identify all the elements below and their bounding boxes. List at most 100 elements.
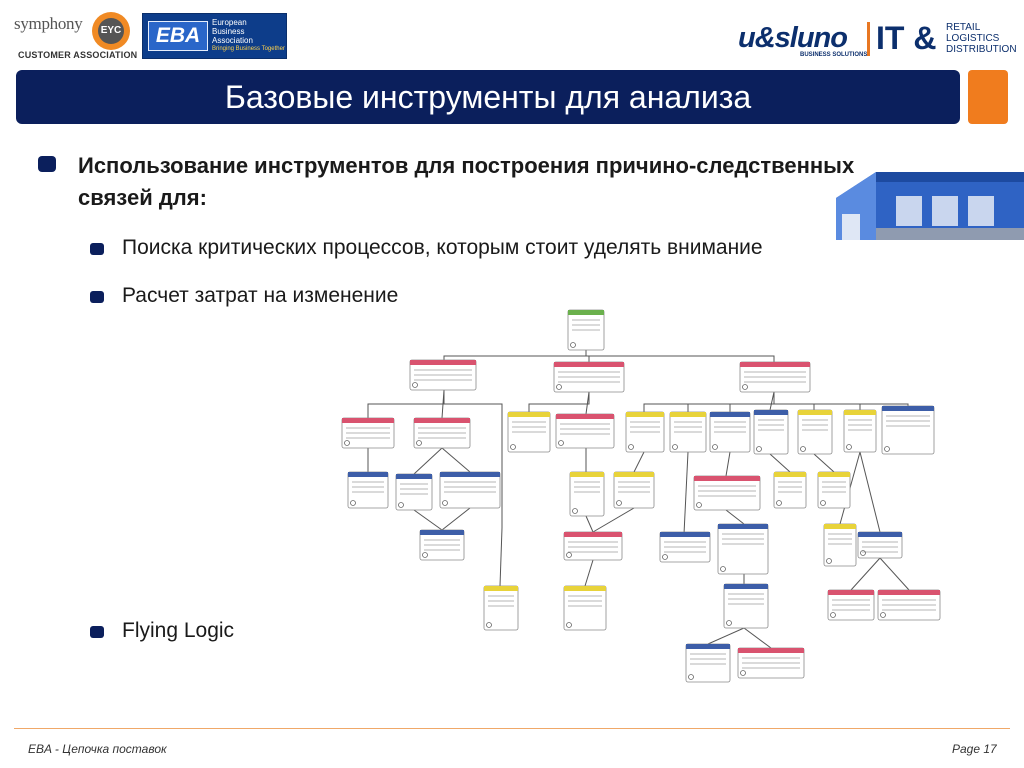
diagram-node: [563, 585, 607, 631]
diagram-edge: [585, 515, 594, 533]
footer-caption: EBA - Цепочка поставок: [28, 742, 167, 756]
diagram-edge: [683, 451, 689, 535]
symphony-logo: symphony EYC CUSTOMER ASSOCIATION: [14, 10, 137, 62]
bullet-main: Использование инструментов для построени…: [78, 153, 855, 210]
diagram-edge: [592, 507, 635, 533]
diagram-node: [685, 643, 731, 683]
diagram-edge: [813, 453, 835, 473]
bullet-sub-marker: [90, 626, 104, 638]
diagram-edge: [643, 392, 775, 412]
title-accent-block: [968, 70, 1008, 124]
title-bar: Базовые инструменты для анализа: [16, 70, 960, 124]
diagram-node: [483, 585, 519, 631]
diagram-node: [773, 471, 807, 509]
symphony-badge: EYC: [98, 18, 124, 44]
diagram-edge: [584, 559, 594, 587]
diagram-edge: [413, 509, 443, 531]
diagram-edge: [725, 451, 731, 477]
retail-line-2: LOGISTICS: [946, 33, 1000, 44]
cause-effect-diagram: [341, 309, 941, 683]
diagram-edge: [725, 509, 745, 525]
slide-title: Базовые инструменты для анализа: [224, 79, 752, 115]
bullet-sub-marker: [90, 291, 104, 303]
it-logo: IT &: [876, 20, 937, 56]
diagram-edge: [585, 350, 775, 362]
eba-name-line-2: Business: [212, 27, 245, 36]
diagram-edge: [585, 391, 590, 415]
diagram-node: [563, 531, 623, 561]
diagram-edge: [773, 392, 815, 410]
symphony-wordmark: symphony: [14, 14, 83, 33]
diagram-node: [567, 309, 605, 351]
diagram-edge: [769, 453, 791, 473]
diagram-node: [419, 529, 465, 561]
diagram-node: [439, 471, 501, 509]
usluno-subtitle: BUSINESS SOLUTIONS: [800, 52, 868, 58]
diagram-node: [341, 417, 395, 449]
logo-divider: [867, 22, 870, 56]
diagram-edge: [687, 392, 775, 412]
diagram-node: [723, 583, 769, 629]
symphony-subtitle: CUSTOMER ASSOCIATION: [18, 50, 138, 60]
diagram-edge: [443, 390, 503, 528]
bullet-main-marker: [38, 156, 56, 172]
diagram-edge: [528, 392, 590, 412]
warehouse-illustration: [836, 172, 1024, 240]
diagram-edge: [633, 451, 645, 473]
diagram-node: [817, 471, 851, 509]
diagram-node: [409, 359, 477, 391]
retail-line-1: RETAIL: [946, 22, 981, 33]
diagram-node: [739, 361, 811, 393]
diagram-edge: [441, 447, 471, 473]
diagram-node: [881, 405, 935, 455]
diagram-node: [625, 411, 665, 453]
bullet-sub-2: Расчет затрат на изменение: [122, 284, 399, 307]
diagram-node: [659, 531, 711, 563]
diagram-edge: [367, 390, 445, 418]
diagram-edge: [743, 627, 772, 649]
bullet-sub-marker: [90, 243, 104, 255]
bullet-sub-3: Flying Logic: [122, 619, 235, 642]
diagram-node: [569, 471, 605, 517]
bullet-sub-1: Поиска критических процессов, которым ст…: [122, 236, 763, 259]
diagram-node: [709, 411, 751, 453]
diagram-node: [395, 473, 433, 511]
diagram-edge: [441, 507, 471, 531]
eba-name-line-1: European: [212, 18, 247, 27]
diagram-node: [823, 523, 857, 567]
diagram-edge: [773, 392, 861, 410]
diagram-node: [555, 413, 615, 449]
diagram-node: [347, 471, 389, 509]
eba-logo: EBA: [148, 21, 208, 51]
retail-line-3: DISTRIBUTION: [946, 44, 1017, 55]
diagram-node: [753, 409, 789, 455]
diagram-edge: [707, 627, 745, 645]
diagram-edge: [850, 557, 881, 591]
diagram-node: [843, 409, 877, 453]
diagram-node: [693, 475, 761, 511]
page-number: Page 17: [952, 742, 997, 756]
usluno-logo: u&sluno: [738, 22, 848, 54]
diagram-node: [613, 471, 655, 509]
diagram-node: [797, 409, 833, 455]
diagram-node: [507, 411, 551, 453]
footer-divider: [14, 728, 1010, 729]
diagram-node: [737, 647, 805, 679]
eba-name-line-3: Association: [212, 36, 253, 45]
diagram-node: [553, 361, 625, 393]
diagram-node: [857, 531, 903, 559]
diagram-edge: [729, 392, 775, 412]
diagram-edge: [859, 451, 881, 533]
diagram-edge: [499, 527, 503, 587]
diagram-edge: [413, 447, 443, 475]
diagram-edge: [879, 557, 910, 591]
eba-tagline: Bringing Business Together: [212, 46, 285, 52]
diagram-node: [717, 523, 769, 575]
diagram-node: [877, 589, 941, 621]
diagram-edge: [773, 392, 909, 406]
diagram-node: [669, 411, 707, 453]
diagram-edge: [769, 391, 775, 411]
diagram-edge: [443, 350, 587, 360]
diagram-node: [827, 589, 875, 621]
diagram-node: [413, 417, 471, 449]
